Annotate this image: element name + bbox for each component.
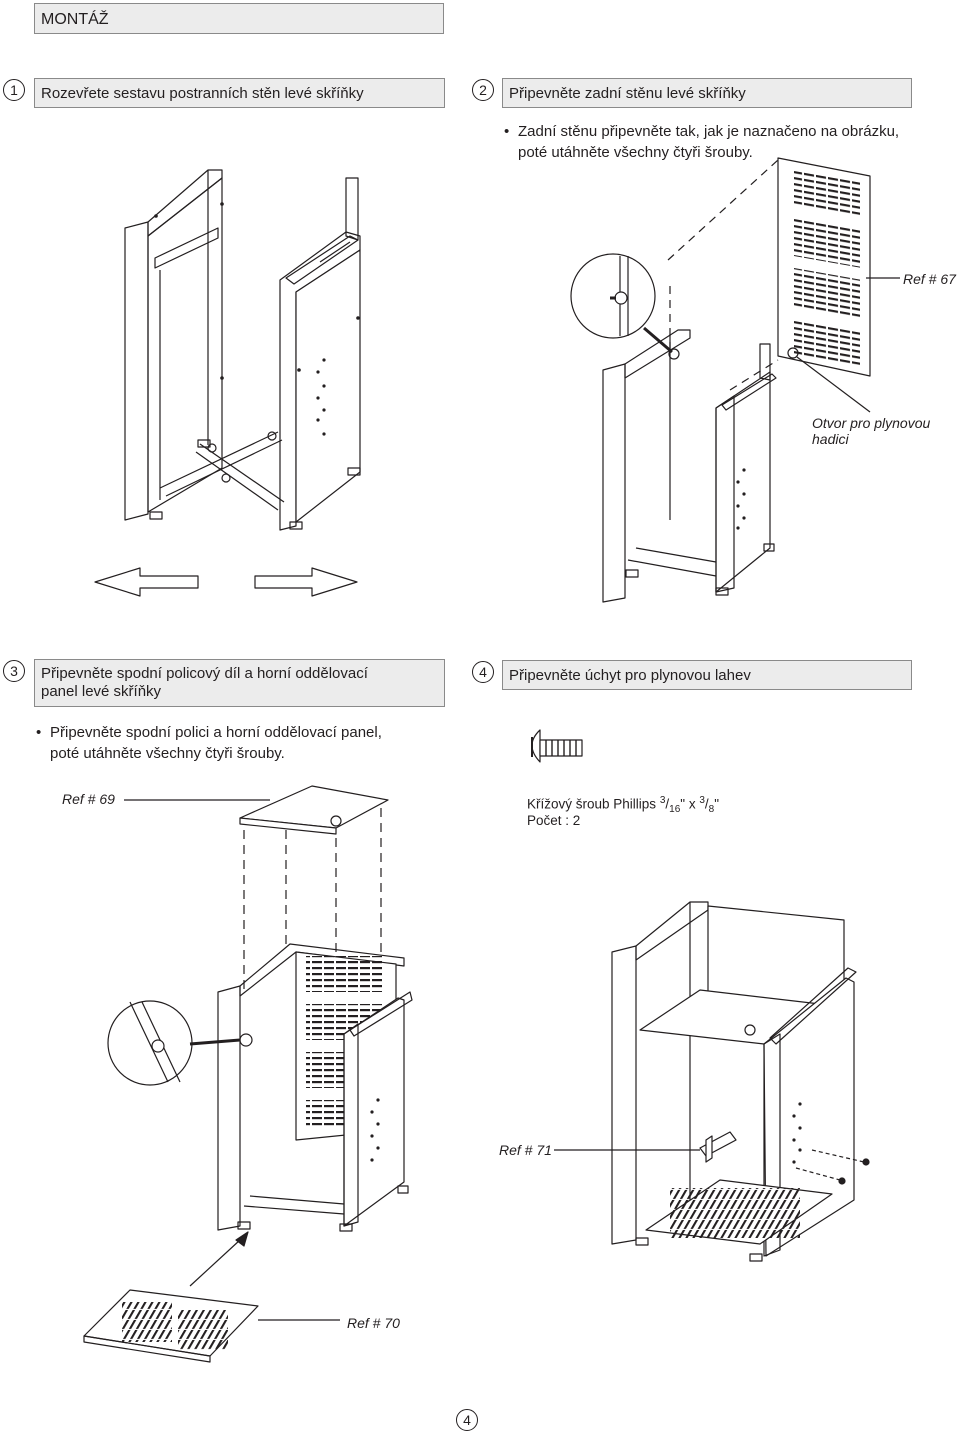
step-3-line-1: Připevněte spodní polici a horní oddělov… (50, 724, 382, 741)
step-4-title: Připevněte úchyt pro plynovou lahev (502, 660, 912, 690)
screw-spec: Křížový šroub Phillips 3/16" x 3/8" (527, 795, 720, 816)
step-3-line-2: poté utáhněte všechny čtyři šrouby. (50, 745, 285, 762)
screw-size-b-den: 8 (708, 804, 715, 816)
step-3-instructions: • Připevněte spodní polici a horní odděl… (36, 722, 382, 764)
step-4-illustration (531, 729, 870, 1262)
step-1-number: 1 (3, 79, 25, 101)
step-1-illustration (94, 169, 361, 597)
ref-67-label: Ref # 67 (903, 271, 956, 287)
step-2-line-1: Zadní stěnu připevněte tak, jak je nazna… (518, 123, 900, 140)
page-number: 4 (456, 1409, 478, 1431)
bullet-dot: • (36, 724, 42, 741)
step-1-title: Rozevřete sestavu postranních stěn levé … (34, 78, 445, 108)
screw-count: Počet : 2 (527, 813, 581, 828)
section-title: MONTÁŽ (34, 3, 444, 34)
step-3-title-line-1: Připevněte spodní policový díl a horní o… (41, 665, 368, 682)
ref-70-label: Ref # 70 (347, 1315, 400, 1331)
screw-size-end: " (714, 796, 720, 812)
ref-69-label: Ref # 69 (62, 791, 115, 807)
step-2-title: Připevněte zadní stěnu levé skříňky (502, 78, 912, 108)
screw-size-sep: " x (680, 796, 700, 812)
step-4-number: 4 (472, 661, 494, 683)
screw-size-a-num: 3 (659, 795, 666, 806)
step-2-instructions: • Zadní stěnu připevněte tak, jak je naz… (504, 121, 900, 163)
step-3-illustration (83, 785, 413, 1363)
hose-hole-label: Otvor pro plynovou hadici (812, 415, 931, 447)
step-3-title-line-2: panel levé skříňky (41, 683, 162, 700)
ref-71-label: Ref # 71 (499, 1142, 552, 1158)
screw-size-a-den: 16 (669, 804, 681, 816)
step-2-number: 2 (472, 79, 494, 101)
step-2-illustration (570, 157, 900, 603)
step-2-line-2: poté utáhněte všechny čtyři šrouby. (518, 144, 753, 161)
screw-size-b-num: 3 (699, 795, 705, 806)
bullet-dot: • (504, 123, 510, 140)
screw-name: Křížový šroub Phillips (527, 796, 657, 812)
step-3-title: Připevněte spodní policový díl a horní o… (34, 659, 445, 707)
vent-slots (794, 168, 860, 368)
step-3-number: 3 (3, 660, 25, 682)
